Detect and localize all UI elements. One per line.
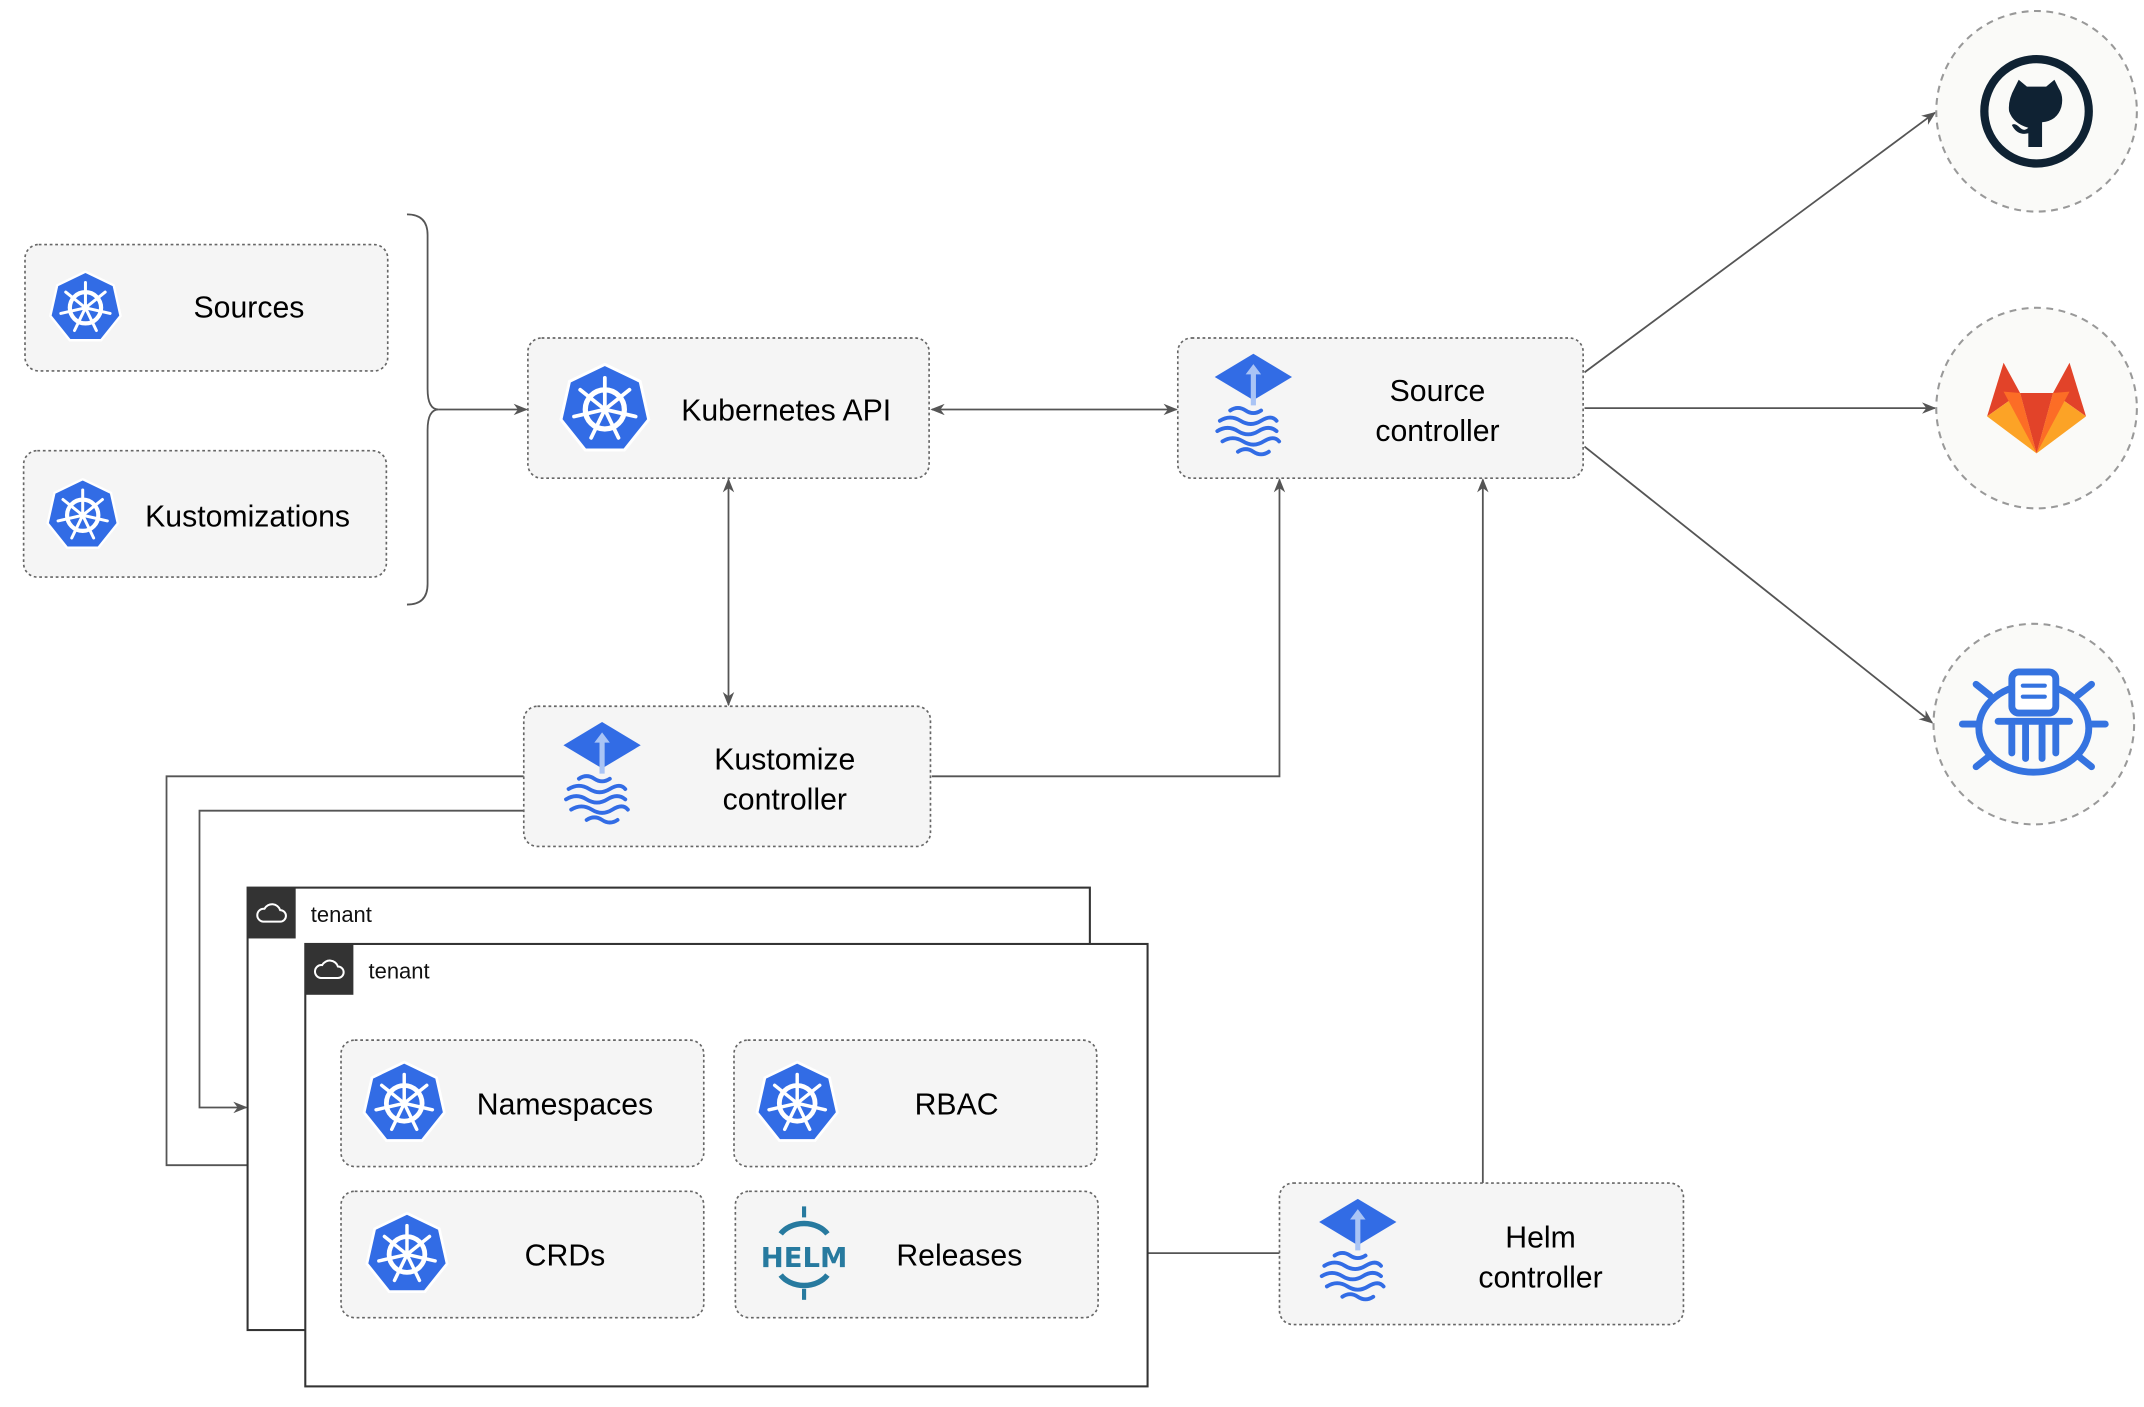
external-bucket[interactable]	[1932, 622, 2136, 826]
node-kustomize-controller[interactable]: Kustomize controller	[522, 705, 932, 848]
input-label: Kustomizations	[145, 500, 350, 533]
resource-label: RBAC	[915, 1088, 999, 1121]
node-label-line1: Kustomize	[714, 743, 855, 776]
resource-label: Releases	[896, 1239, 1022, 1272]
node-label-line2: controller	[1375, 415, 1499, 448]
external-gitlab[interactable]	[1935, 306, 2138, 510]
input-kustomizations[interactable]: Kustomizations	[22, 449, 388, 578]
helm-icon-text: HELM	[761, 1242, 848, 1274]
node-kubernetes-api[interactable]: Kubernetes API	[527, 337, 930, 479]
github-icon	[1980, 54, 2093, 168]
resource-crds[interactable]: CRDs	[340, 1190, 705, 1319]
resource-label: Namespaces	[477, 1088, 653, 1121]
gitlab-icon	[1987, 362, 2087, 454]
tenant-label: tenant	[369, 958, 430, 983]
tenant-header-badge	[247, 887, 296, 939]
node-helm-controller[interactable]: Helm controller	[1278, 1182, 1685, 1326]
edges	[165, 111, 1937, 1259]
tenant-label: tenant	[311, 902, 372, 927]
node-label-line1: Source	[1390, 375, 1486, 408]
external-github[interactable]	[1935, 9, 2138, 213]
node-label-line2: controller	[723, 783, 847, 816]
node-source-controller[interactable]: Source controller	[1176, 337, 1584, 479]
input-sources[interactable]: Sources	[24, 243, 389, 372]
input-label: Sources	[194, 291, 305, 324]
node-label-line1: Helm	[1505, 1222, 1576, 1255]
resource-releases[interactable]: HELM Releases	[734, 1190, 1099, 1319]
node-label: Kubernetes API	[681, 394, 891, 427]
edge-source-to-github	[1583, 111, 1937, 374]
brace	[406, 213, 439, 606]
resource-namespaces[interactable]: Namespaces	[340, 1039, 705, 1168]
tenant-front[interactable]: tenant Namespaces RBAC CRDs HELM Release…	[304, 942, 1149, 1388]
bucket-icon	[1958, 668, 2109, 776]
resource-rbac[interactable]: RBAC	[733, 1039, 1098, 1168]
edge-kustomize-to-tenant-front	[165, 775, 524, 1171]
edge-source-to-bucket	[1583, 445, 1934, 724]
resource-label: CRDs	[525, 1239, 606, 1272]
edge-kustomize-to-tenant-back	[198, 809, 524, 1114]
edge-kustomize-to-source	[931, 478, 1286, 778]
node-label-line2: controller	[1478, 1261, 1602, 1294]
helm-icon: HELM	[761, 1206, 848, 1300]
tenant-header-badge	[305, 943, 354, 995]
